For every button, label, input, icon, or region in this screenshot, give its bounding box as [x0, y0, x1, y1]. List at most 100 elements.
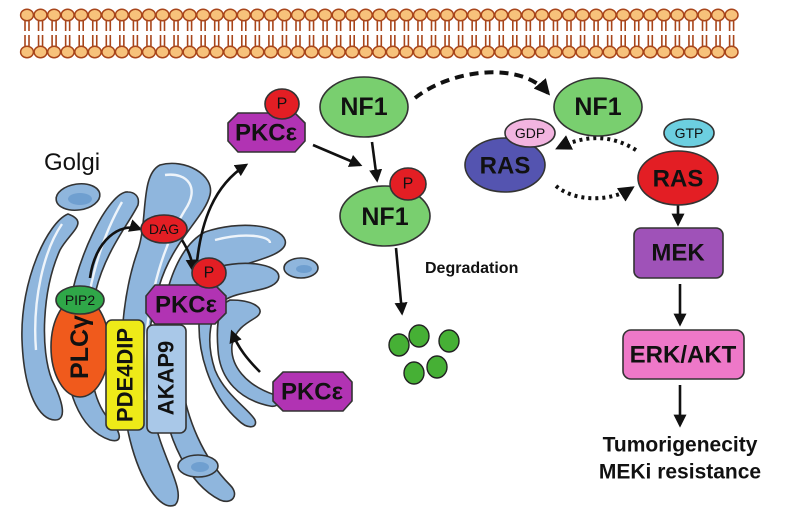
lipid-head: [372, 8, 387, 22]
svg-text:AKAP9: AKAP9: [154, 341, 179, 416]
svg-text:NF1: NF1: [361, 203, 408, 231]
arrow-nf1-relocation: [413, 70, 551, 100]
lipid-head: [453, 8, 468, 22]
svg-text:NF1: NF1: [340, 93, 387, 121]
svg-text:GDP: GDP: [515, 125, 545, 141]
lipid-head: [683, 45, 699, 59]
svg-text:RAS: RAS: [653, 166, 704, 193]
lipid-head: [629, 8, 644, 22]
lipid-head: [155, 8, 170, 22]
lipid-head: [168, 45, 184, 59]
lipid-head: [656, 8, 671, 22]
svg-text:ERK/AKT: ERK/AKT: [630, 342, 737, 369]
lipid-head: [724, 8, 739, 22]
svg-text:P: P: [403, 176, 414, 193]
lipid-head: [507, 8, 522, 22]
arrow-pkc-to-translocation: [194, 163, 249, 273]
lipid-head: [629, 45, 644, 59]
lipid-head: [358, 45, 373, 59]
lipid-head: [670, 45, 685, 59]
lipid-head: [345, 45, 360, 59]
lipid-head: [87, 45, 102, 59]
lipid-head: [697, 45, 712, 59]
lipid-head: [317, 45, 333, 59]
arrow-degradation: [394, 247, 408, 316]
lipid-head: [697, 8, 712, 22]
lipid-head: [263, 8, 279, 22]
lipid-head: [358, 8, 373, 22]
lipid-head: [74, 45, 89, 59]
lipid-head: [345, 8, 360, 22]
lipid-head: [304, 45, 319, 59]
lipid-head: [548, 8, 563, 22]
lipid-head: [46, 8, 62, 22]
gtp-badge: [663, 118, 715, 148]
fragment: [426, 355, 448, 379]
lipid-head: [561, 8, 577, 22]
lipid-head: [19, 8, 35, 22]
pde4dip-node: PDE4DIP: [105, 319, 145, 431]
degraded-fragments: [388, 324, 460, 385]
lipid-head: [168, 8, 184, 22]
gdp-badge: [504, 118, 556, 148]
lipid-head: [74, 8, 89, 22]
lipid-head: [385, 45, 401, 59]
lipid-head: [534, 45, 550, 59]
lipid-head: [616, 45, 631, 59]
lipid-head: [588, 45, 604, 59]
lipid-head: [290, 8, 306, 22]
lipid-head: [250, 45, 265, 59]
lipid-head: [643, 8, 658, 22]
phospho-badge: [191, 257, 227, 289]
lipid-head: [141, 45, 157, 59]
lipid-head: [209, 45, 224, 59]
lipid-head: [331, 8, 346, 22]
golgi-label: Golgi: [44, 149, 100, 176]
lipid-head: [710, 8, 726, 22]
fragment: [403, 361, 425, 385]
svg-text:PIP2: PIP2: [65, 292, 96, 308]
lipid-head: [467, 8, 482, 22]
outcome-tumorigenecity: Tumorigenecity: [603, 434, 758, 457]
lipid-head: [223, 45, 238, 59]
lipid-head: [453, 45, 468, 59]
lipid-head: [128, 8, 143, 22]
dag-node: DAG: [140, 214, 188, 244]
fragment: [408, 324, 430, 348]
lipid-head: [182, 8, 197, 22]
arrow-free-pkc-to-golgi: [229, 329, 261, 373]
lipid-head: [114, 8, 129, 22]
arrow-pkc-to-nf1: [312, 143, 363, 167]
arrow-ras-activation: [554, 184, 635, 202]
lipid-head: [236, 45, 251, 59]
lipid-head: [521, 8, 536, 22]
lipid-head: [670, 8, 685, 22]
lipid-head: [290, 45, 306, 59]
ras-gtp-node: RAS GTP: [637, 118, 719, 206]
svg-text:NF1: NF1: [574, 93, 621, 121]
svg-text:PLCγ: PLCγ: [66, 315, 94, 379]
lipid-head: [683, 8, 699, 22]
lipid-head: [155, 45, 170, 59]
akap9-node: AKAP9: [146, 324, 187, 434]
svg-text:GTP: GTP: [675, 125, 704, 141]
lipid-head: [19, 45, 35, 59]
fragment: [438, 329, 460, 353]
lipid-head: [480, 8, 495, 22]
lipid-head: [33, 45, 48, 59]
lipid-head: [426, 8, 441, 22]
svg-text:PKCε: PKCε: [235, 120, 297, 147]
lipid-head: [114, 45, 129, 59]
lipid-head: [534, 8, 550, 22]
svg-text:DAG: DAG: [149, 221, 179, 237]
pkc-golgi-node: PKCε P: [145, 257, 227, 325]
lipid-head: [209, 8, 224, 22]
lipid-head: [331, 45, 346, 59]
svg-text:PKCε: PKCε: [155, 292, 217, 319]
lipid-head: [101, 8, 116, 22]
arrow-gtp-hydrolysis: [555, 135, 638, 152]
lipid-head: [588, 8, 604, 22]
lipid-head: [507, 45, 522, 59]
lipid-head: [412, 45, 428, 59]
lipid-head: [602, 8, 617, 22]
